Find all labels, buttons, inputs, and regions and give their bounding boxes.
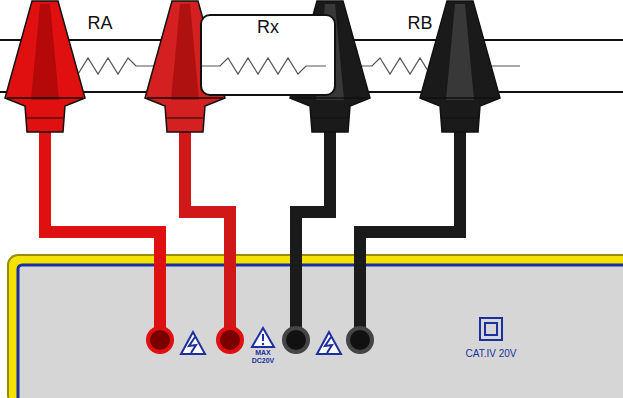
resistor-label: Rx bbox=[202, 16, 334, 38]
test-lead bbox=[360, 125, 460, 335]
meter-panel bbox=[18, 265, 623, 398]
test-lead bbox=[45, 125, 160, 335]
red-terminal bbox=[218, 328, 242, 352]
resistor-label: RB bbox=[407, 14, 432, 34]
warning-symbol bbox=[317, 332, 341, 354]
black-terminal bbox=[348, 328, 372, 352]
resistor-label: RA bbox=[87, 14, 112, 34]
double-insulation-symbol bbox=[480, 318, 502, 340]
double-insulation-symbol bbox=[485, 323, 497, 335]
black-terminal bbox=[284, 328, 308, 352]
test-lead bbox=[296, 125, 330, 335]
warning-symbol bbox=[181, 332, 205, 354]
meter-housing bbox=[8, 255, 623, 398]
voltage-limit-text: MAX DC20V bbox=[248, 349, 278, 364]
alligator-clip bbox=[5, 1, 85, 132]
warning-symbol bbox=[252, 328, 274, 347]
red-terminal bbox=[148, 328, 172, 352]
category-rating-text: CAT.IV 20V bbox=[466, 348, 517, 359]
test-lead bbox=[185, 125, 230, 335]
resistor-box: Rx bbox=[200, 14, 336, 96]
